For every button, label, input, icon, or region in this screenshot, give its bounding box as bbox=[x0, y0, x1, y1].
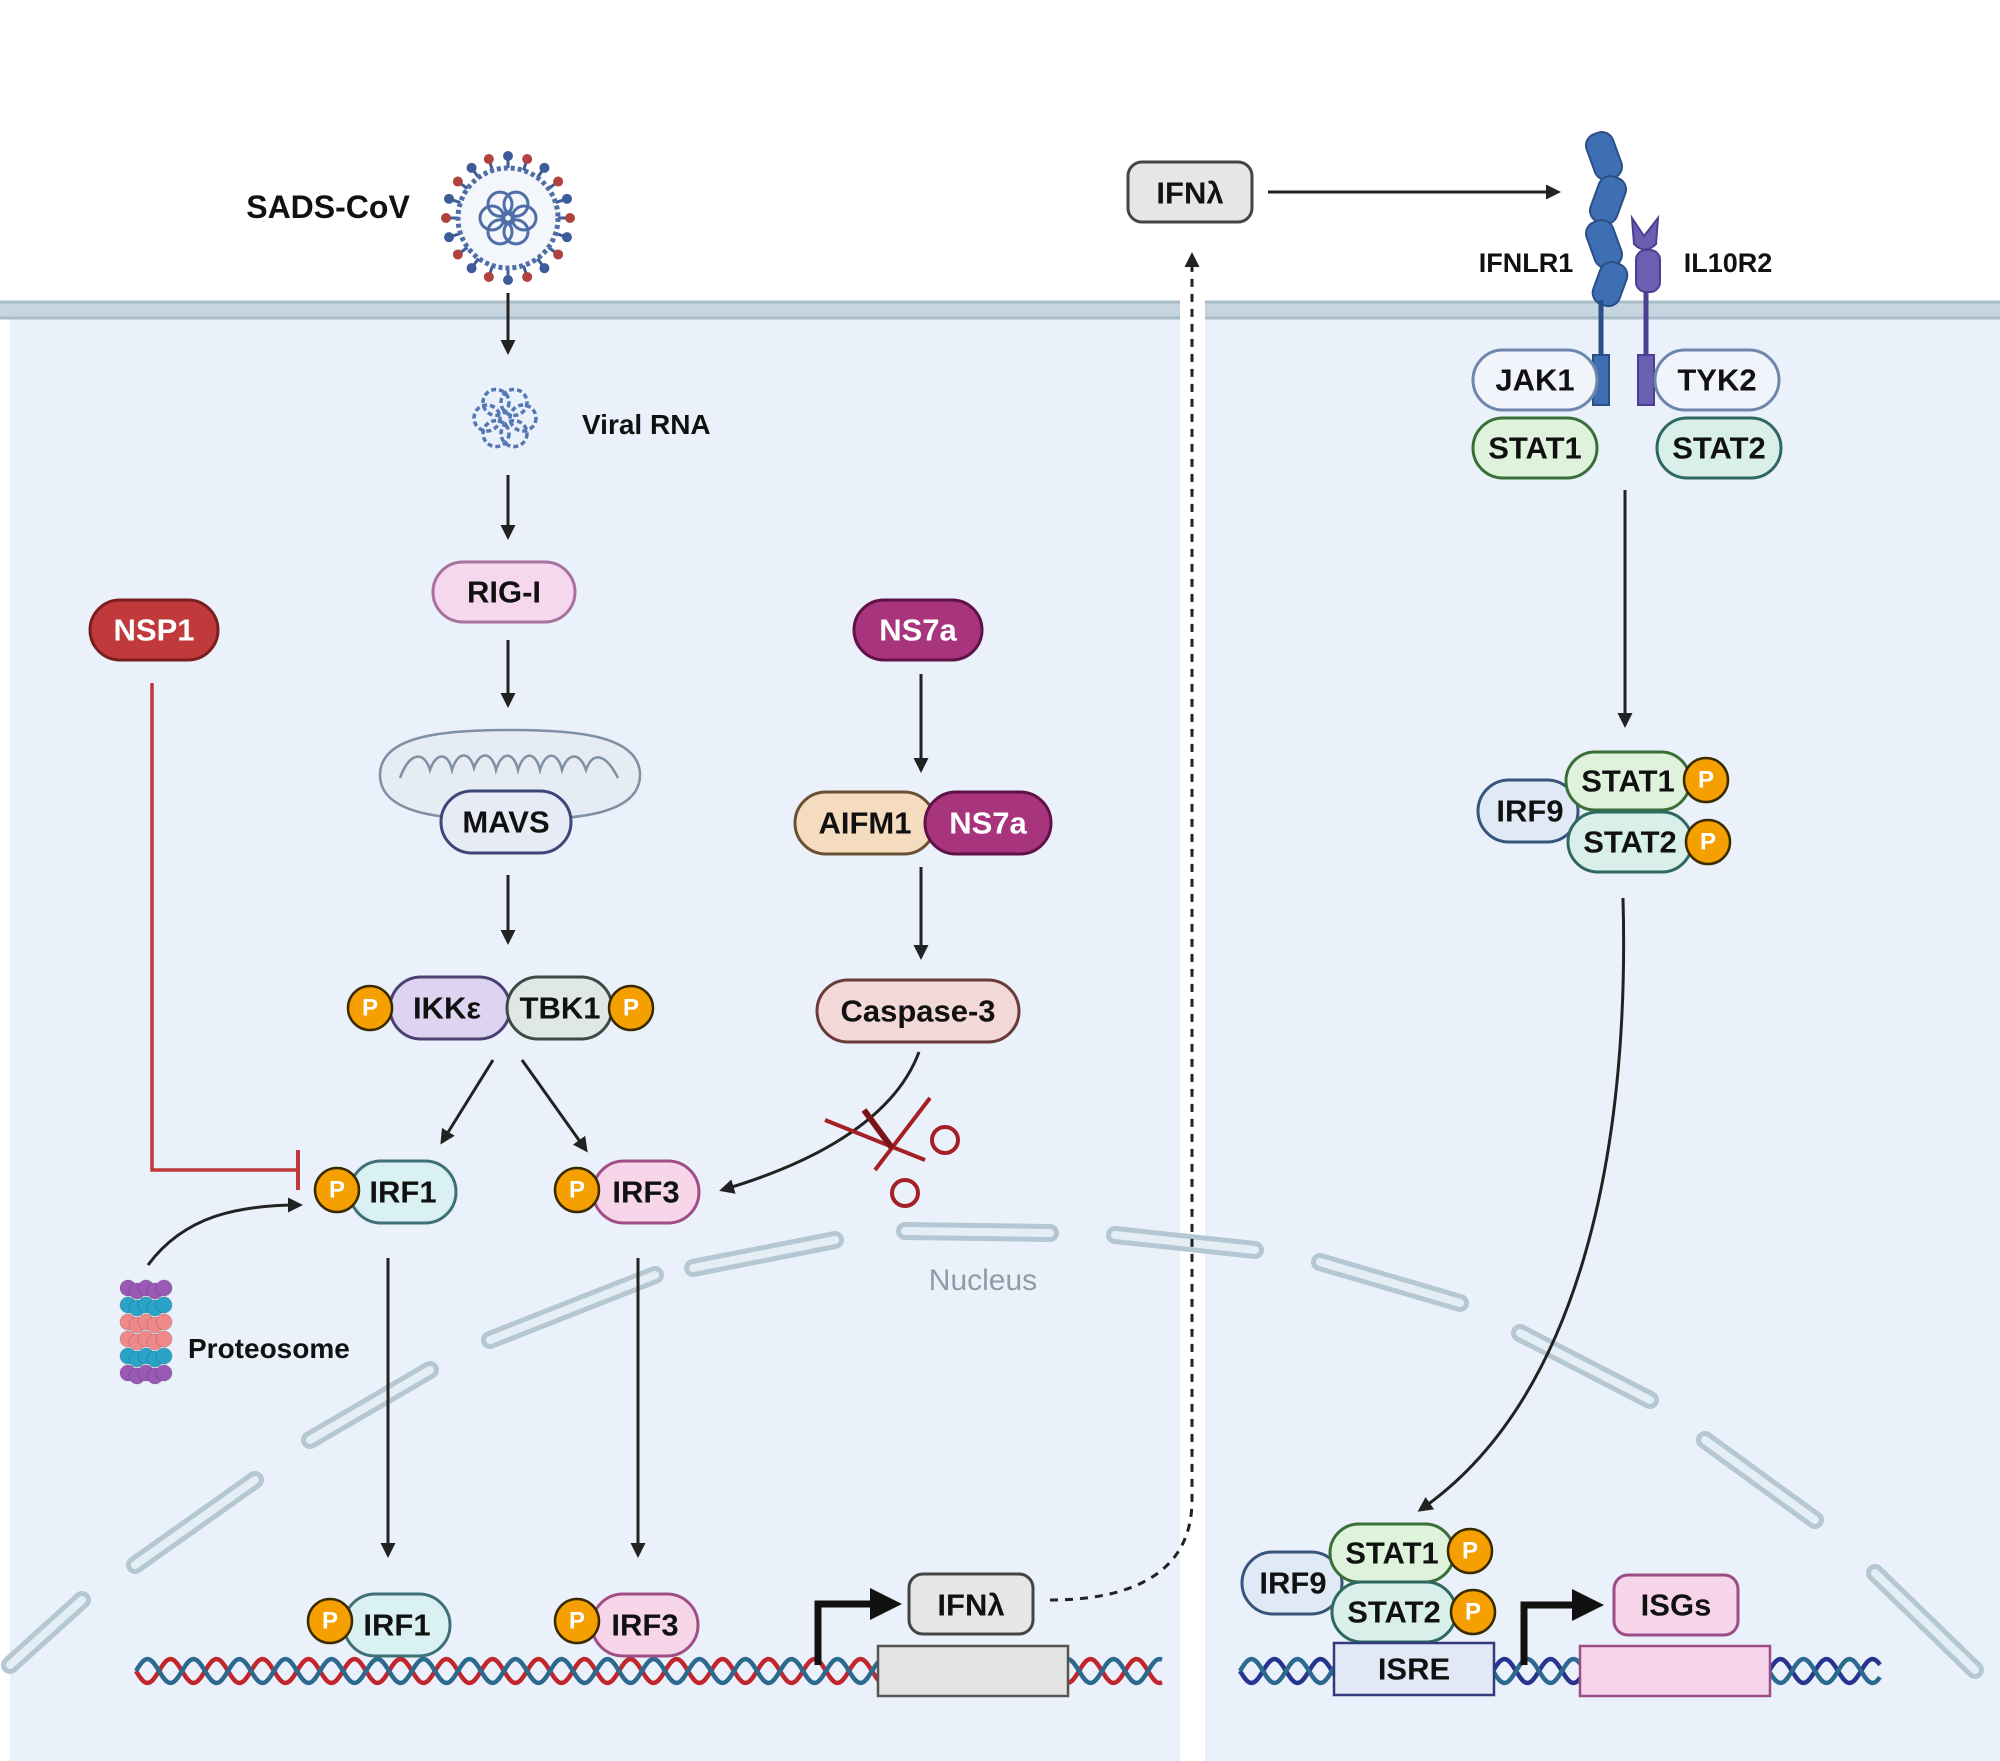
svg-text:P: P bbox=[329, 1177, 345, 1204]
isgf3-translocation-arrow bbox=[1417, 897, 1626, 1512]
stat2-p-cyto-label: STAT2 bbox=[1583, 825, 1677, 860]
ns7a-pill bbox=[852, 598, 984, 662]
plasma-membrane-left bbox=[0, 300, 1180, 320]
ifnl-secreted-pill bbox=[1126, 160, 1254, 224]
tyk2-pill bbox=[1653, 348, 1781, 412]
phospho-stat2-cyto: P bbox=[1684, 818, 1732, 866]
tyk2-label: TYK2 bbox=[1677, 363, 1756, 398]
phospho-tbk1: P bbox=[607, 984, 655, 1032]
nuclear-envelope-inner bbox=[6, 1227, 1979, 1674]
phospho-stat1-nuc: P bbox=[1446, 1527, 1494, 1575]
svg-text:P: P bbox=[1462, 1538, 1478, 1565]
isre-box bbox=[1332, 1641, 1496, 1697]
jak1-label: JAK1 bbox=[1495, 363, 1574, 398]
stat2-p-nuc-label: STAT2 bbox=[1347, 1595, 1441, 1630]
nsp1-label: NSP1 bbox=[114, 613, 195, 648]
phospho-irf1: P bbox=[313, 1166, 361, 1214]
stat2-label: STAT2 bbox=[1672, 431, 1766, 466]
ifnl-gene-label: IFNλ bbox=[937, 1588, 1004, 1623]
nsp1-inhibition-line bbox=[150, 683, 298, 1172]
viral-rna-label: Viral RNA bbox=[582, 409, 711, 440]
irf9-cyto-label: IRF9 bbox=[1496, 794, 1563, 829]
irf1-label: IRF1 bbox=[369, 1175, 436, 1210]
ns7a-label: NS7a bbox=[879, 613, 957, 648]
phospho-stat1-cyto: P bbox=[1682, 756, 1730, 804]
phospho-stat2-nuc: P bbox=[1449, 1588, 1497, 1636]
phospho-irf3: P bbox=[553, 1166, 601, 1214]
rig-i-pill bbox=[431, 560, 577, 624]
irf9-nuc-pill bbox=[1240, 1550, 1344, 1616]
scissors-icon bbox=[824, 1096, 960, 1208]
rig-i-label: RIG-I bbox=[467, 575, 541, 610]
viral-rna-icon bbox=[472, 387, 538, 449]
irf9-cyto-pill bbox=[1476, 778, 1580, 844]
isgs-gene-box bbox=[1578, 1644, 1772, 1698]
caspase3-cleave-arrow bbox=[719, 1051, 921, 1194]
ifnlr1-label: IFNLR1 bbox=[1479, 248, 1574, 278]
ifnl-promoter-arrow bbox=[814, 1600, 880, 1665]
ifnl-secreted-label: IFNλ bbox=[1156, 176, 1223, 211]
virus-label: SADS-CoV bbox=[246, 189, 410, 225]
ns7a-bound-label: NS7a bbox=[949, 806, 1027, 841]
svg-text:P: P bbox=[322, 1608, 338, 1635]
ifnl-secretion-path bbox=[1049, 252, 1200, 1602]
caspase3-pill bbox=[815, 978, 1021, 1044]
svg-text:P: P bbox=[362, 995, 378, 1022]
tbk1-label: TBK1 bbox=[520, 991, 601, 1026]
ifnlr1-receptor-icon bbox=[1585, 131, 1629, 406]
stat1-pill bbox=[1471, 416, 1599, 480]
nucleus-label: Nucleus bbox=[929, 1264, 1037, 1297]
jak1-pill bbox=[1471, 348, 1599, 412]
mitochondrion-icon bbox=[378, 728, 642, 822]
svg-text:P: P bbox=[1698, 767, 1714, 794]
irf3-nuclear-label: IRF3 bbox=[611, 1608, 678, 1643]
mavs-label: MAVS bbox=[462, 805, 549, 840]
proteasome-label: Proteosome bbox=[188, 1333, 350, 1364]
cell-left-cytoplasm bbox=[10, 318, 1180, 1761]
svg-text:P: P bbox=[569, 1177, 585, 1204]
svg-text:P: P bbox=[1700, 829, 1716, 856]
ifnl-gene-pill bbox=[907, 1572, 1035, 1636]
isre-label: ISRE bbox=[1378, 1652, 1450, 1687]
stat1-label: STAT1 bbox=[1488, 431, 1582, 466]
stat1-p-cyto-label: STAT1 bbox=[1581, 764, 1675, 799]
cell-right-cytoplasm bbox=[1205, 318, 2000, 1761]
isgs-label: ISGs bbox=[1641, 1588, 1712, 1623]
irf1-nuclear-label: IRF1 bbox=[363, 1608, 430, 1643]
isgs-promoter-arrow bbox=[1520, 1601, 1582, 1665]
stat2-pill bbox=[1655, 416, 1783, 480]
phospho-irf1-nuclear: P bbox=[306, 1597, 354, 1645]
stat1-p-nuc-label: STAT1 bbox=[1345, 1536, 1439, 1571]
proteasome-icon bbox=[119, 1279, 173, 1385]
ikke-label: IKKε bbox=[413, 991, 481, 1026]
svg-text:P: P bbox=[569, 1608, 585, 1635]
irf3-label: IRF3 bbox=[612, 1175, 679, 1210]
caspase3-label: Caspase-3 bbox=[840, 994, 995, 1029]
isgs-pill bbox=[1612, 1573, 1740, 1637]
virus-icon bbox=[441, 151, 575, 285]
phospho-irf3-nuclear: P bbox=[553, 1597, 601, 1645]
mavs-pill bbox=[439, 789, 573, 855]
proteasome-arrow bbox=[146, 1197, 303, 1266]
il10r2-receptor-icon bbox=[1630, 214, 1661, 406]
irf9-nuc-label: IRF9 bbox=[1259, 1566, 1326, 1601]
svg-text:P: P bbox=[1465, 1599, 1481, 1626]
nsp1-pill bbox=[88, 598, 220, 662]
phospho-ikke: P bbox=[346, 984, 394, 1032]
aifm1-label: AIFM1 bbox=[819, 806, 912, 841]
il10r2-label: IL10R2 bbox=[1684, 248, 1773, 278]
ifnl-gene-box bbox=[876, 1644, 1070, 1698]
ns7a-bound-pill bbox=[923, 790, 1053, 856]
svg-text:P: P bbox=[623, 995, 639, 1022]
